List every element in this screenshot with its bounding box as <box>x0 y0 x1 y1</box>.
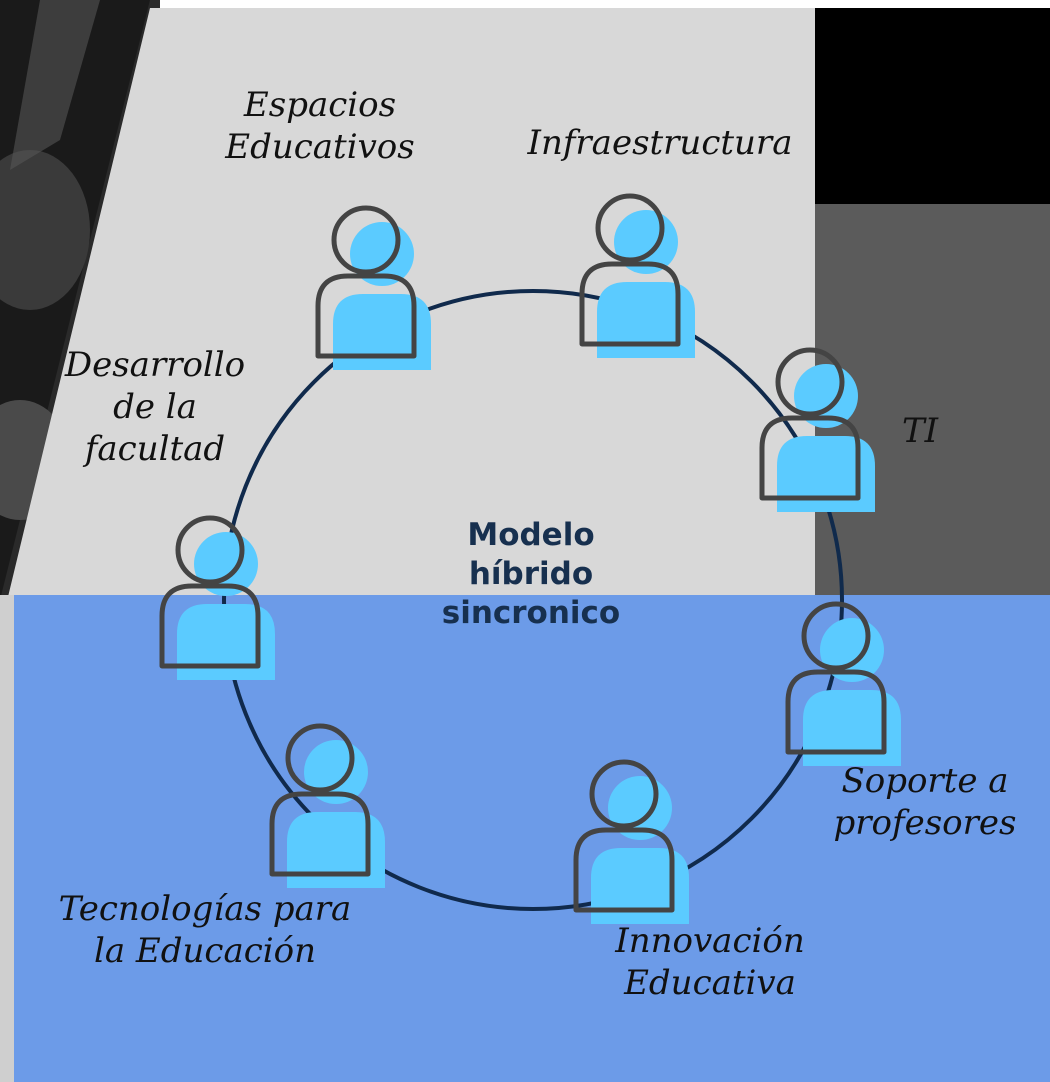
nodes-layer <box>159 193 901 924</box>
node-label-desarrollo: Desarrollo de la facultad <box>64 345 246 469</box>
node-label-ti: TI <box>901 411 939 451</box>
person-icon-espacios <box>315 205 431 370</box>
node-label-soporte: Soporte a profesores <box>833 761 1017 843</box>
person-icon-soporte <box>785 601 901 766</box>
black-block <box>815 8 1050 204</box>
cycle-circle <box>222 289 844 911</box>
person-icon-innovacion <box>573 759 689 924</box>
node-label-tecnologias: Tecnologías para la Educación <box>58 889 352 971</box>
person-icon-desarrollo <box>159 515 275 680</box>
person-icon-infraestructura <box>579 193 695 358</box>
person-icon-tecnologias <box>269 723 385 888</box>
node-label-innovacion: Innovación Educativa <box>615 921 805 1003</box>
left-strip <box>0 595 14 1082</box>
node-label-espacios: Espacios Educativos <box>225 85 415 167</box>
node-label-infraestructura: Infraestructura <box>527 123 793 163</box>
center-label: Modelo híbrido sincronico <box>441 517 621 631</box>
person-icon-ti <box>759 347 875 512</box>
